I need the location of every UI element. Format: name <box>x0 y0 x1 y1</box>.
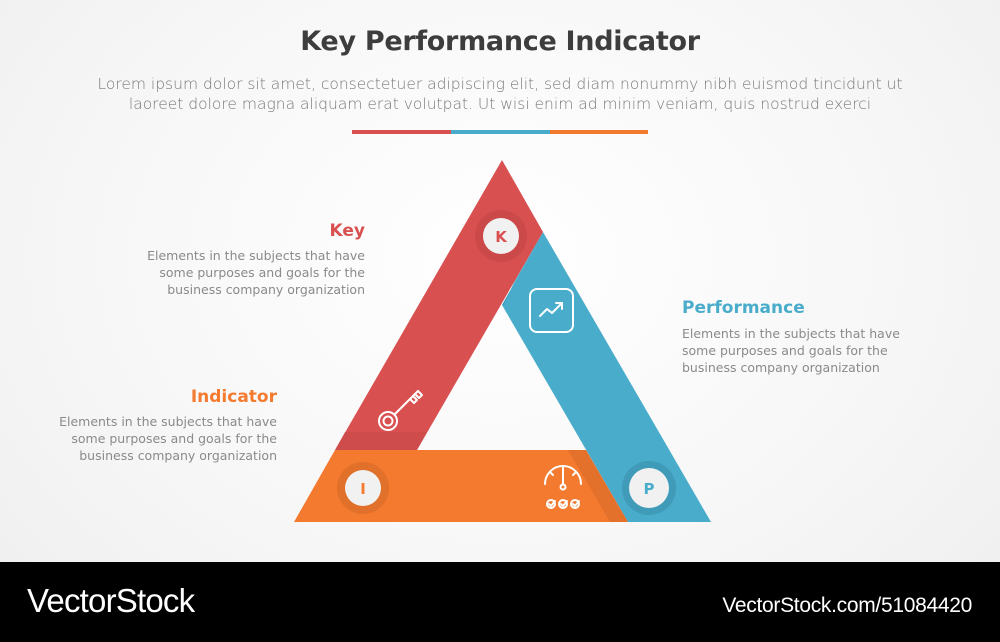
key-letter-badge: K <box>475 210 527 262</box>
performance-letter: P <box>644 480 655 498</box>
indicator-description-line: business company organization <box>79 448 277 463</box>
divider-blue <box>451 130 550 134</box>
performance-description-line: Elements in the subjects that have <box>682 326 900 341</box>
key-description-line: Elements in the subjects that have <box>147 248 365 263</box>
key-icon <box>378 390 423 431</box>
indicator-letter: I <box>360 480 366 498</box>
key-description-line: some purposes and goals for the <box>159 265 365 280</box>
performance-description-line: some purposes and goals for the <box>682 343 888 358</box>
performance-description: Elements in the subjects that have some … <box>682 325 922 376</box>
footer-brand: VectorStock <box>27 582 195 619</box>
subtitle-line-2: laoreet dolore magna aliquam erat volutp… <box>128 95 872 113</box>
divider-orange <box>550 130 648 134</box>
kpi-triangle-diagram: K I P <box>294 160 711 522</box>
indicator-description: Elements in the subjects that have some … <box>37 413 277 464</box>
divider-red <box>352 130 451 134</box>
footer-url: VectorStock.com/51084420 <box>722 594 972 617</box>
indicator-letter-badge: I <box>337 462 389 514</box>
key-letter: K <box>495 228 508 246</box>
key-band-shadow <box>335 432 427 450</box>
key-title: Key <box>329 221 366 241</box>
watermark-footer: VectorStock VectorStock.com/51084420 <box>0 562 1000 642</box>
performance-title: Performance <box>682 298 805 318</box>
performance-description-line: business company organization <box>682 360 880 375</box>
indicator-description-line: Elements in the subjects that have <box>59 414 277 429</box>
key-description-line: business company organization <box>167 282 365 297</box>
gauge-checklist-icon <box>544 465 582 509</box>
indicator-title: Indicator <box>190 387 277 407</box>
trend-up-icon <box>529 288 574 333</box>
performance-band <box>502 232 711 522</box>
indicator-band-shadow <box>568 450 628 522</box>
performance-band-shadow <box>502 232 543 305</box>
subtitle-line-1: Lorem ipsum dolor sit amet, consectetuer… <box>97 75 903 93</box>
page-subtitle: Lorem ipsum dolor sit amet, consectetuer… <box>60 74 940 114</box>
page-title: Key Performance Indicator <box>300 26 700 57</box>
performance-letter-badge: P <box>622 461 676 515</box>
indicator-description-line: some purposes and goals for the <box>71 431 277 446</box>
key-description: Elements in the subjects that have some … <box>125 247 365 298</box>
